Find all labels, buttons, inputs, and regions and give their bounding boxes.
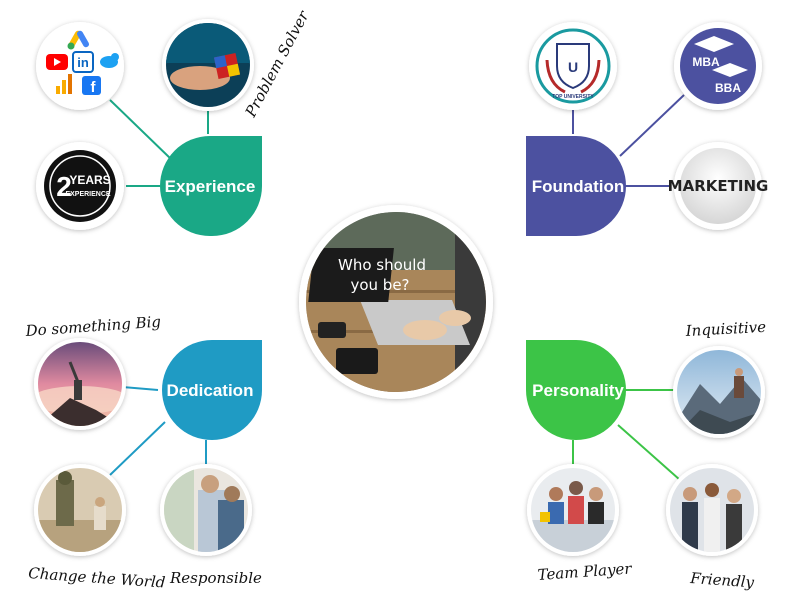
center-screen-line1: Who should [338,256,426,274]
hub-shape [526,136,626,236]
social-logos-node: in f [36,22,124,110]
hub-shape [160,136,262,236]
team-player-photo [527,464,619,556]
connector-line [617,424,681,481]
degree-mba: MBA [692,55,720,69]
inquisitive-photo [673,346,765,438]
degree-bba: BBA [715,81,741,95]
linkedin-icon: in [72,51,94,73]
hub-label: Dedication [167,381,254,400]
twitter-icon [100,53,119,68]
badge-years-word: YEARS [69,173,110,187]
hub-dedication: Dedication [162,340,262,440]
connector-line [109,99,173,161]
center-photo: Who should you be? [299,205,493,399]
caption-friendly: Friendly [689,569,755,592]
google-analytics-icon [56,74,72,94]
rubiks-cube-photo [162,19,254,111]
center-screen-line2: you be? [350,276,409,294]
marketing-label: MARKETING [668,177,769,195]
university-name: TOP UNIVERSITY [552,94,594,100]
hub-personality: Personality [526,340,626,440]
badge-experience-word: EXPERIENCE [65,191,110,198]
svg-text:in: in [77,55,89,70]
caption-do-something-big: Do something Big [24,313,162,340]
caption-team-player: Team Player [537,559,633,584]
hub-foundation: Foundation [526,136,626,236]
hub-label: Experience [165,177,256,196]
marketing-node: MARKETING [668,142,769,230]
hub-experience: Experience [160,136,262,236]
svg-text:U: U [568,59,578,75]
graduation-cap-icon [694,36,748,77]
friendly-photo [666,464,758,556]
hub-label: Personality [532,381,624,400]
google-ads-icon [67,30,89,50]
svg-text:f: f [91,79,97,96]
caption-responsible: Responsible [169,569,262,587]
university-crest: U TOP UNIVERSITY [529,22,617,110]
do-something-big-photo [34,338,126,430]
connector-line [121,386,159,391]
connector-line [109,421,166,476]
hub-shape [162,340,262,440]
hub-label: Foundation [532,177,625,196]
connector-line [619,94,685,157]
two-years-experience-badge: 2 YEARS EXPERIENCE [36,142,124,230]
badge-years-number: 2 [56,171,72,202]
youtube-icon [46,54,68,70]
change-the-world-photo [34,464,126,556]
connectors [109,94,685,481]
caption-change-the-world: Change the World [28,564,166,592]
mba-bba-node: MBA BBA [674,22,762,110]
facebook-icon: f [82,76,101,96]
responsible-photo [160,464,252,556]
caption-inquisitive: Inquisitive [684,318,766,340]
hub-shape [526,340,626,440]
